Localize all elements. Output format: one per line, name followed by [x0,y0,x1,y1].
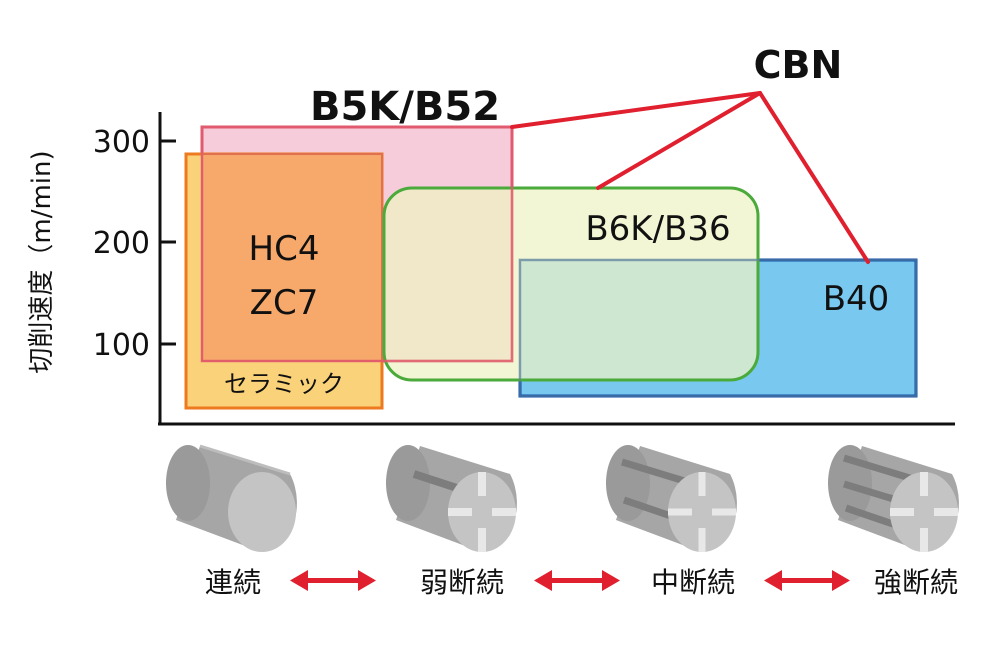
axes [158,112,955,426]
region-b40-outline [519,259,917,397]
cbn-leaders [510,91,870,264]
leader-b40 [758,91,870,264]
y-tick-label-300: 300 [93,125,150,160]
arrow-2-icon [534,570,620,591]
y-axis-label: 切削速度（m/min) [27,150,57,373]
y-tick-label-100: 100 [93,328,150,363]
region-b5k-b52-outline [200,125,514,363]
workpiece-heavy-interrupted-icon [828,445,959,552]
label-b5k-b52: B5K/B52 [310,84,500,130]
arrow-1-icon [290,570,376,591]
label-ceramic: セラミック [224,370,344,398]
leader-b5k [510,91,762,129]
leader-b6k [596,91,762,190]
workpiece-light-interrupted-icon [386,445,517,552]
label-zc7: ZC7 [250,283,319,323]
workpiece-continuous-icon [166,444,297,552]
region-b6k-b36 [382,186,760,382]
label-cbn: CBN [754,43,843,87]
condition-medium-interrupted: 中断続 [651,566,735,599]
workpiece-medium-interrupted-icon [606,445,737,552]
label-b6k-b36: B6K/B36 [585,209,730,249]
y-tick-label-200: 200 [93,226,150,261]
condition-light-interrupted: 弱断続 [420,566,504,599]
label-hc4: HC4 [249,229,320,269]
condition-heavy-interrupted: 強断続 [874,566,958,599]
regions [184,125,918,410]
label-b40: B40 [823,279,890,319]
arrow-3-icon [764,570,850,591]
region-hc4-zc7 [201,153,383,362]
condition-continuous: 連続 [205,566,261,599]
